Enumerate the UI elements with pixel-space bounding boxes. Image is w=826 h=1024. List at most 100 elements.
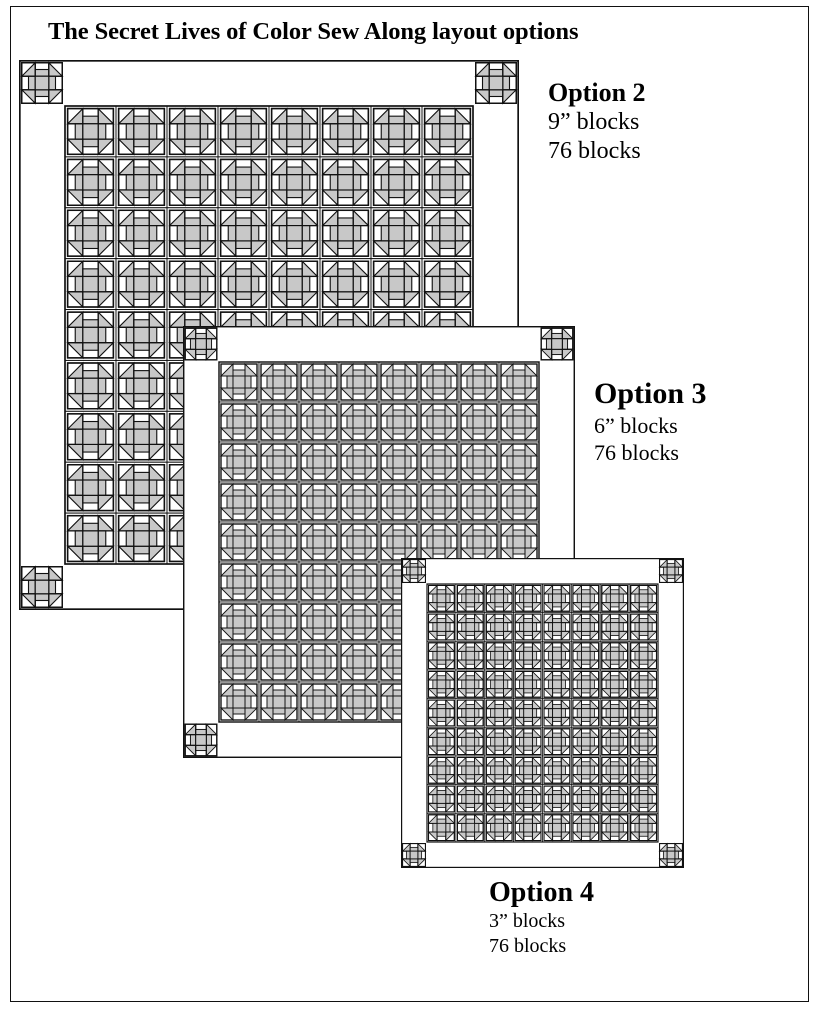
churn-dash-block [485,584,514,613]
churn-dash-block [419,362,459,402]
churn-dash-block [629,785,658,813]
churn-dash-block [259,442,299,482]
churn-dash-block [427,613,456,641]
churn-dash-block [419,402,459,442]
churn-dash-block [485,785,514,813]
churn-dash-block [339,602,379,642]
churn-dash-block [339,402,379,442]
churn-dash-block [600,613,629,641]
page-frame [10,6,809,1002]
churn-dash-block [219,602,259,642]
churn-dash-block [629,813,658,842]
churn-dash-block [219,208,268,258]
churn-dash-block [117,208,166,258]
option-2-block-size: 9” blocks [548,109,640,136]
churn-dash-block [427,756,456,785]
churn-dash-block [259,522,299,562]
churn-dash-block [514,613,542,641]
churn-dash-block [117,361,166,411]
churn-dash-block [514,670,542,699]
churn-dash-block [543,813,571,842]
churn-dash-block [219,482,259,522]
churn-dash-block [456,584,485,613]
churn-dash-block [571,727,600,756]
churn-dash-block [117,158,166,207]
churn-dash-block [270,158,319,207]
churn-dash-block [456,727,485,756]
churn-dash-block [571,641,600,670]
churn-dash-block [571,584,600,613]
churn-dash-block [379,482,419,522]
option-4-block-size: 3” blocks [489,910,566,933]
churn-dash-block [321,259,370,309]
churn-dash-block [456,813,485,842]
churn-dash-block [117,514,166,563]
churn-dash-block [259,362,299,402]
churn-dash-block [184,327,218,361]
churn-dash-block [379,362,419,402]
churn-dash-block [499,442,539,482]
churn-dash-block [379,402,419,442]
churn-dash-block [459,362,499,402]
churn-dash-block [339,642,379,682]
churn-dash-block [219,259,268,309]
churn-dash-block [372,208,421,258]
churn-dash-block [219,682,259,722]
churn-dash-block [423,158,472,207]
churn-dash-block [427,813,456,842]
churn-dash-block [571,699,600,727]
churn-dash-block [543,727,571,756]
churn-dash-block [485,813,514,842]
churn-dash-block [299,482,339,522]
churn-dash-block [372,107,421,156]
churn-dash-block [66,463,115,512]
quilt-outer-border [401,558,684,868]
churn-dash-block [259,482,299,522]
option-4-name: Option 4 [489,877,595,908]
churn-dash-block [168,107,217,156]
churn-dash-block [499,482,539,522]
churn-dash-block [219,107,268,156]
churn-dash-block [571,670,600,699]
churn-dash-block [259,602,299,642]
churn-dash-block [270,208,319,258]
churn-dash-block [543,785,571,813]
churn-dash-block [499,522,539,562]
churn-dash-block [600,785,629,813]
churn-dash-block [20,565,64,609]
churn-dash-block [543,613,571,641]
quilt-outer-border [183,326,575,758]
churn-dash-block [379,442,419,482]
churn-dash-block [543,584,571,613]
churn-dash-block [423,107,472,156]
churn-dash-block [571,756,600,785]
churn-dash-block [219,522,259,562]
churn-dash-block [540,327,574,361]
churn-dash-block [219,158,268,207]
churn-dash-block [427,641,456,670]
churn-dash-block [339,362,379,402]
churn-dash-block [423,208,472,258]
churn-dash-block [629,584,658,613]
churn-dash-block [600,670,629,699]
option-3-block-size: 6” blocks [594,412,678,438]
churn-dash-block [259,562,299,602]
inner-border-line [218,361,540,723]
churn-dash-block [485,756,514,785]
churn-dash-block [600,641,629,670]
churn-dash-block [543,641,571,670]
churn-dash-block [485,727,514,756]
inner-border-line [426,583,659,843]
churn-dash-block [485,641,514,670]
churn-dash-block [658,842,684,868]
churn-dash-block [629,670,658,699]
churn-dash-block [571,785,600,813]
option-3-name: Option 3 [594,377,707,410]
churn-dash-block [499,402,539,442]
churn-dash-block [66,208,115,258]
churn-dash-block [219,642,259,682]
churn-dash-block [219,442,259,482]
churn-dash-block [339,522,379,562]
churn-dash-block [543,756,571,785]
churn-dash-block [299,442,339,482]
